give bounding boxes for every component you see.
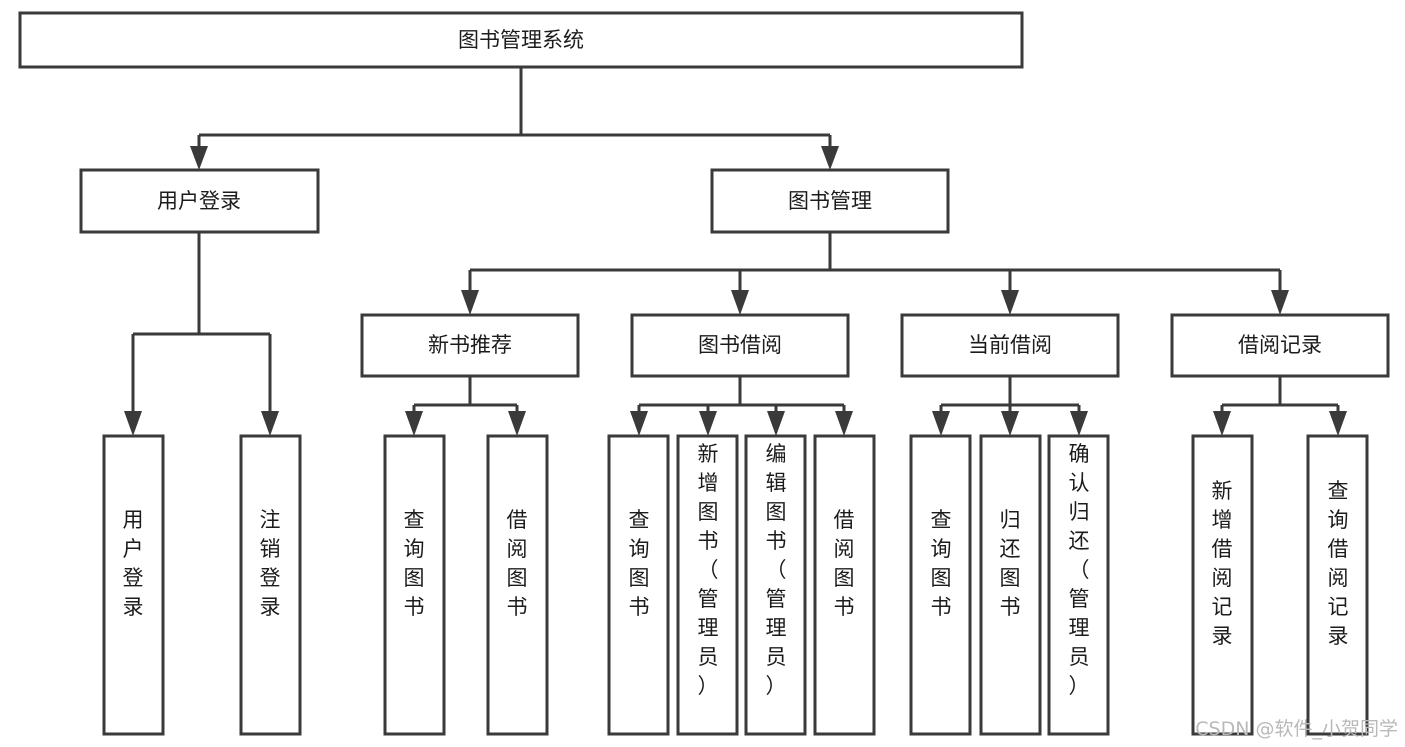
node-leaf-add-record-box[interactable] [1191,434,1254,736]
node-borrow-record-box[interactable] [1170,313,1390,378]
node-leaf-add-record[interactable]: 新增借阅记录 [1191,434,1254,736]
arrow-head-leaf-logout [261,411,279,436]
node-leaf-logout-label: 注销登录 [260,508,281,619]
arrow-head-new-book-recommend [461,290,479,315]
node-leaf-borrow-book-1-box[interactable] [486,434,549,736]
arrow-head-current-borrow [1001,290,1019,315]
node-leaf-borrow-book-2-label: 借阅图书 [834,508,855,619]
node-leaf-add-book[interactable]: 新增图书（管理员） [676,434,739,736]
arrow-head-leaf-borrow-book-1 [508,411,526,436]
node-new-book-recommend-box[interactable] [360,313,580,378]
node-user-login[interactable]: 用户登录 [79,168,320,234]
node-leaf-query-book-2-label: 查询图书 [629,508,650,619]
arrow-head-user-login [190,146,208,170]
node-leaf-query-book-3[interactable]: 查询图书 [909,434,972,736]
node-leaf-return-book-box[interactable] [979,434,1042,736]
node-leaf-query-book-1[interactable]: 查询图书 [383,434,446,736]
node-leaf-query-book-1-box[interactable] [383,434,446,736]
node-leaf-logout-box[interactable] [239,434,302,736]
node-leaf-user-login[interactable]: 用户登录 [102,434,165,736]
node-leaf-borrow-book-2[interactable]: 借阅图书 [813,434,876,736]
node-book-manage[interactable]: 图书管理 [710,168,950,234]
node-book-borrow-box[interactable] [630,313,850,378]
node-leaf-query-record-label: 查询借阅记录 [1328,479,1349,648]
node-leaf-borrow-book-1[interactable]: 借阅图书 [486,434,549,736]
node-leaf-return-book[interactable]: 归还图书 [979,434,1042,736]
node-leaf-return-book-label: 归还图书 [1000,508,1021,619]
node-leaf-confirm-return[interactable]: 确认归还（管理员） [1047,434,1110,736]
node-leaf-borrow-book-2-box[interactable] [813,434,876,736]
node-user-login-label: 用户登录 [157,189,241,213]
node-leaf-query-record-box[interactable] [1306,434,1369,736]
node-book-borrow-label: 图书借阅 [698,333,782,357]
node-leaf-edit-book-box[interactable] [744,434,807,736]
node-current-borrow-label: 当前借阅 [968,333,1052,357]
node-current-borrow-box[interactable] [900,313,1120,378]
arrow-head-leaf-query-record [1329,411,1347,436]
arrow-head-leaf-edit-book [767,411,785,436]
node-root-box[interactable] [18,11,1024,69]
node-leaf-query-record[interactable]: 查询借阅记录 [1306,434,1369,736]
csdn-watermark: CSDN @软件_小贺同学 [1195,718,1398,740]
arrow-head-leaf-user-login [124,411,142,436]
node-leaf-query-book-2-box[interactable] [607,434,670,736]
node-leaf-query-book-2[interactable]: 查询图书 [607,434,670,736]
arrow-head-leaf-return-book [1001,411,1019,436]
arrow-head-leaf-confirm-return [1070,411,1088,436]
node-leaf-add-record-label: 新增借阅记录 [1212,479,1233,648]
arrow-head-leaf-query-book-1 [405,411,423,436]
node-book-manage-label: 图书管理 [788,189,872,213]
arrow-head-leaf-add-book [699,411,717,436]
arrow-head-leaf-borrow-book-2 [835,411,853,436]
node-leaf-add-book-label: 新增图书（管理员） [698,442,719,698]
arrow-head-leaf-query-book-3 [932,411,950,436]
node-leaf-query-book-1-label: 查询图书 [404,508,425,619]
node-leaf-borrow-book-1-label: 借阅图书 [507,508,528,619]
node-book-manage-box[interactable] [710,168,950,234]
node-root[interactable]: 图书管理系统 [18,11,1024,69]
node-leaf-query-book-3-label: 查询图书 [931,508,952,619]
node-new-book-recommend-label: 新书推荐 [428,333,512,357]
arrow-head-borrow-record [1271,290,1289,315]
node-leaf-user-login-label: 用户登录 [123,508,144,619]
node-new-book-recommend[interactable]: 新书推荐 [360,313,580,378]
node-book-borrow[interactable]: 图书借阅 [630,313,850,378]
node-borrow-record[interactable]: 借阅记录 [1170,313,1390,378]
node-current-borrow[interactable]: 当前借阅 [900,313,1120,378]
arrow-head-book-manage [821,146,839,170]
node-leaf-edit-book-label: 编辑图书（管理员） [766,442,787,698]
node-leaf-add-book-box[interactable] [676,434,739,736]
node-leaf-edit-book[interactable]: 编辑图书（管理员） [744,434,807,736]
node-user-login-box[interactable] [79,168,320,234]
arrow-head-leaf-add-record [1213,411,1231,436]
node-leaf-logout[interactable]: 注销登录 [239,434,302,736]
node-leaf-query-book-3-box[interactable] [909,434,972,736]
node-root-label: 图书管理系统 [458,28,584,52]
arrow-head-book-borrow [731,290,749,315]
node-leaf-confirm-return-label: 确认归还（管理员） [1069,442,1090,698]
node-leaf-user-login-box[interactable] [102,434,165,736]
connectors [124,67,1347,436]
node-leaf-confirm-return-box[interactable] [1047,434,1110,736]
node-borrow-record-label: 借阅记录 [1238,333,1322,357]
arrow-head-leaf-query-book-2 [630,411,648,436]
